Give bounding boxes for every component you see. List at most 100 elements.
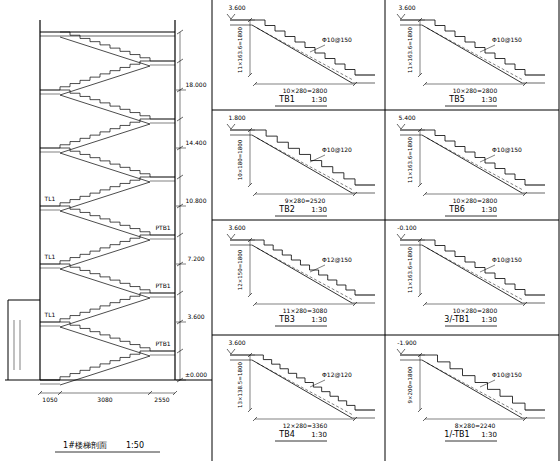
dimension-label: 11×280=3080 bbox=[282, 308, 328, 314]
floor-slab bbox=[40, 264, 60, 265]
landing-slab bbox=[150, 239, 175, 240]
dimension-tick bbox=[177, 320, 183, 324]
dimension-label: Φ10@150 bbox=[491, 147, 523, 153]
dimension-label: 2550 bbox=[153, 397, 170, 403]
title-underline bbox=[445, 326, 497, 327]
annex-window bbox=[20, 320, 21, 370]
landing-slab bbox=[230, 20, 255, 21]
landing-slab bbox=[525, 75, 545, 76]
floor-slab bbox=[40, 152, 60, 153]
dimension-tick bbox=[177, 349, 183, 353]
dimension-label: 13×138.5=1800 bbox=[238, 361, 244, 409]
stair-flight bbox=[60, 351, 150, 380]
floor-slab bbox=[40, 326, 60, 327]
annex bbox=[8, 300, 40, 301]
dimension-line bbox=[250, 20, 251, 75]
drawing-title: TB3 bbox=[278, 316, 295, 324]
rebar-line bbox=[427, 363, 523, 415]
landing-slab bbox=[150, 123, 175, 124]
dimension-line bbox=[425, 304, 525, 305]
landing-slab bbox=[230, 355, 255, 356]
dimension-line bbox=[425, 84, 525, 85]
dimension-line bbox=[255, 304, 355, 305]
dimension-label: 3.600 bbox=[227, 225, 246, 231]
stair-slab bbox=[60, 66, 150, 95]
landing-slab bbox=[355, 75, 375, 76]
stair-slab bbox=[60, 153, 150, 182]
stair-slab bbox=[252, 135, 352, 193]
drawing-title: 1:30 bbox=[480, 317, 498, 324]
dimension-tick bbox=[423, 82, 427, 86]
dimension-label: TL1 bbox=[44, 312, 57, 318]
stair-flight bbox=[425, 130, 525, 185]
dimension-tick bbox=[248, 408, 252, 412]
dimension-label: 3.600 bbox=[397, 5, 416, 11]
leader-line bbox=[480, 380, 495, 387]
floor-slab bbox=[40, 380, 60, 381]
rebar-line bbox=[427, 138, 523, 190]
dimension-tick bbox=[177, 204, 183, 208]
stair-flight bbox=[60, 293, 150, 322]
dimension-tick bbox=[423, 417, 427, 421]
dimension-line bbox=[250, 130, 251, 185]
stair-flight bbox=[425, 240, 525, 295]
dimension-label: -0.100 bbox=[396, 225, 417, 231]
stair-slab bbox=[422, 360, 522, 418]
level-mark bbox=[227, 234, 235, 239]
leader-line bbox=[310, 380, 325, 387]
dimension-label: -1.900 bbox=[396, 340, 417, 346]
dimension-label: 10.800 bbox=[185, 198, 208, 204]
drawing-title: TB4 bbox=[278, 431, 295, 439]
dimension-line bbox=[250, 240, 251, 295]
landing-slab bbox=[400, 240, 425, 241]
dimension-line bbox=[420, 240, 421, 295]
dimension-tick bbox=[177, 378, 183, 382]
drawing-title: TB6 bbox=[448, 206, 465, 214]
stair-slab bbox=[60, 240, 150, 269]
dimension-label: 9×200=1800 bbox=[408, 365, 414, 404]
dimension-tick bbox=[418, 73, 422, 77]
dimension-label: 11×163.6=1800 bbox=[408, 136, 414, 184]
dimension-line bbox=[425, 419, 525, 420]
rebar-line bbox=[257, 138, 353, 190]
dimension-label: 11×163.6=1800 bbox=[408, 26, 414, 74]
dimension-tick bbox=[248, 293, 252, 297]
drawing-title: 3/-TB1 bbox=[443, 316, 470, 324]
floor-slab bbox=[40, 268, 60, 269]
landing-slab bbox=[230, 130, 255, 131]
leader-line bbox=[480, 155, 495, 162]
landing-slab bbox=[150, 297, 175, 298]
landing-slab bbox=[150, 293, 175, 294]
dimension-label: 3.600 bbox=[186, 314, 205, 320]
stair-flight bbox=[60, 119, 150, 148]
dimension-tick bbox=[177, 30, 183, 34]
stair-slab bbox=[60, 124, 150, 153]
frame-line bbox=[385, 0, 386, 461]
stair-flight bbox=[60, 61, 150, 90]
landing-slab bbox=[525, 295, 545, 296]
dimension-line bbox=[255, 84, 355, 85]
stair-flight bbox=[255, 130, 355, 185]
stair-slab bbox=[60, 269, 150, 298]
landing-slab bbox=[400, 20, 425, 21]
title-underline bbox=[275, 441, 327, 442]
dimension-tick bbox=[248, 18, 252, 22]
dimension-label: 10×280=2800 bbox=[282, 88, 328, 94]
level-mark bbox=[397, 234, 405, 239]
landing-slab bbox=[230, 245, 252, 246]
dimension-label: Φ10@120 bbox=[321, 147, 353, 153]
level-mark bbox=[227, 349, 235, 354]
landing-slab bbox=[400, 360, 422, 361]
dimension-label: 10×180=1800 bbox=[238, 139, 244, 182]
dimension-tick bbox=[418, 353, 422, 357]
landing-slab bbox=[150, 355, 175, 356]
dimension-label: 18.000 bbox=[185, 82, 208, 88]
landing-slab bbox=[525, 410, 545, 411]
drawing-title: 1:30 bbox=[310, 317, 328, 324]
floor-slab bbox=[40, 90, 60, 91]
level-mark bbox=[227, 14, 235, 19]
stair-slab bbox=[60, 182, 150, 211]
dimension-label: 12×280=3360 bbox=[282, 423, 328, 429]
dimension-label: 5.400 bbox=[397, 115, 416, 121]
